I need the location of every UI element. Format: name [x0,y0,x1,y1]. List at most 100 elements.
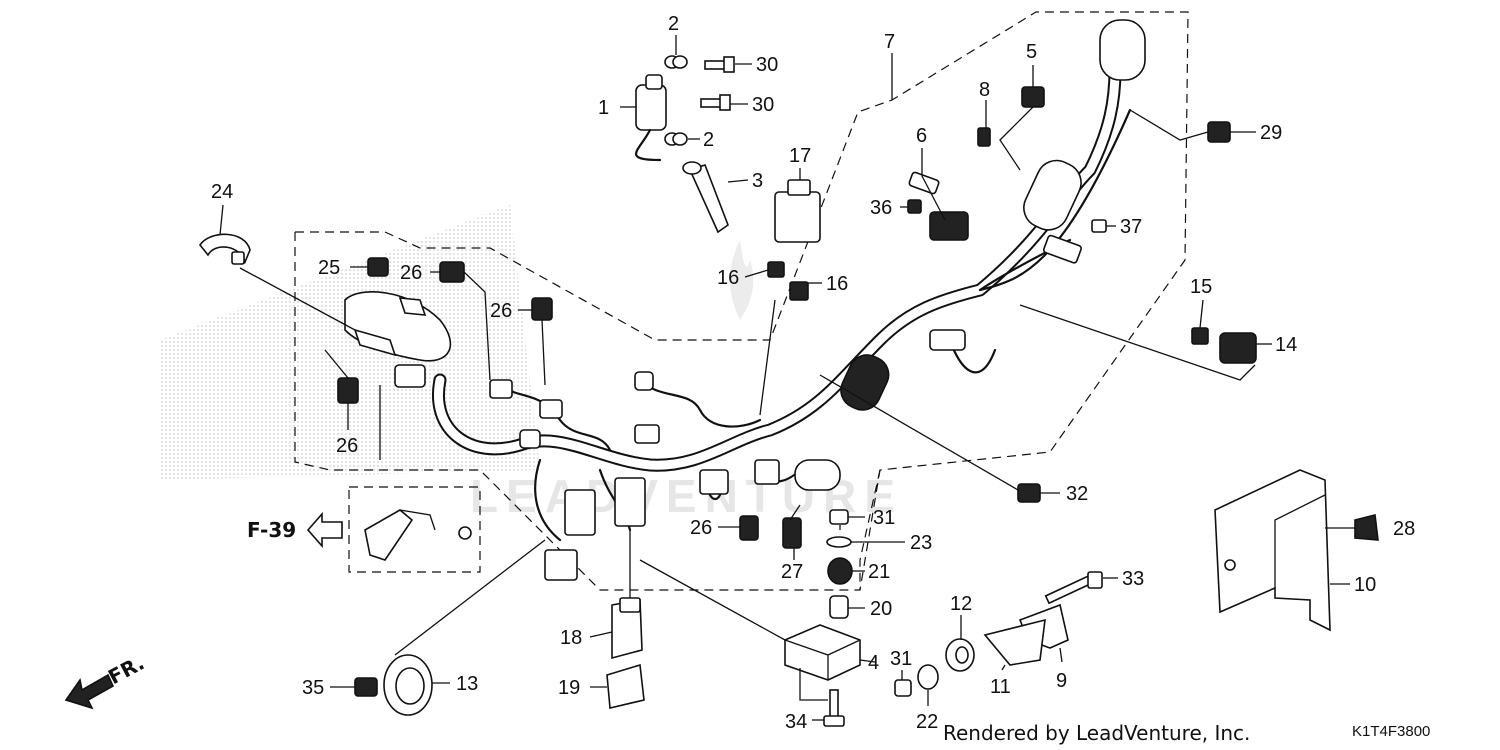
bolt-32 [1017,483,1041,503]
callout-17: 17 [789,145,811,167]
callout-26-left: 26 [336,435,358,457]
callout-22: 22 [916,711,938,733]
clip-5 [1021,86,1045,108]
callout-30-lower: 30 [752,94,774,116]
callout-31-upper: 31 [873,507,895,529]
callout-32: 32 [1066,483,1088,505]
clip-37 [1091,219,1107,233]
callout-16-right: 16 [826,273,848,295]
washer-23 [826,536,852,548]
ecu-unit [784,624,861,681]
callout-26-top: 26 [400,262,422,284]
callout-2-lower: 2 [703,129,714,151]
callout-6: 6 [916,125,927,147]
harness-outline-lower [294,11,1189,591]
clip-25 [367,257,389,277]
washer-lower [664,132,688,146]
callout-27: 27 [781,561,803,583]
callout-8: 8 [979,79,990,101]
callout-28: 28 [1393,518,1415,540]
callout-30-upper: 30 [756,54,778,76]
callout-10: 10 [1354,574,1376,596]
regulator-cover [606,663,645,709]
callout-16-left: 16 [717,267,739,289]
callout-2-upper: 2 [668,13,679,35]
callout-13: 13 [456,673,478,695]
callout-11: 11 [990,676,1011,698]
bracket-subassembly-box [348,486,481,573]
callout-21: 21 [868,561,890,583]
callout-9: 9 [1056,670,1067,692]
callout-24: 24 [211,181,233,203]
callout-5: 5 [1026,41,1037,63]
clip-26-mid [531,297,553,321]
front-direction-indicator: FR. [64,651,148,710]
callout-25: 25 [318,257,340,279]
callout-18: 18 [560,627,582,649]
collar-22 [917,664,939,690]
grommet-12 [945,638,975,672]
callout-12: 12 [950,593,972,615]
clip-26-left [337,377,359,404]
callout-31-lower: 31 [890,648,912,670]
relay-left [767,261,785,278]
upper-bracket-assembly [344,291,452,362]
page-reference-label: F-39 [247,518,296,542]
starter-relay [774,179,821,243]
clip-26-top [439,261,465,283]
bolt-upper [704,56,735,73]
bolt-34 [823,689,845,727]
cover-panel [1214,469,1331,632]
callout-20: 20 [870,598,892,620]
arrow-left-icon [306,511,343,549]
regulator-rectifier [611,597,643,660]
spark-plug-cap [682,161,729,234]
bolt-lower [700,94,731,111]
collar-20 [829,595,849,619]
callout-7: 7 [884,31,895,53]
clip-36 [907,199,922,214]
ignition-coil [635,74,667,162]
callout-35: 35 [302,677,324,699]
ecu-outline [859,469,881,590]
nut-31-lower [894,679,912,697]
clip-6 [908,171,940,195]
callout-26-mid: 26 [490,300,512,322]
cable-band [199,233,251,265]
clip-29 [1207,121,1231,143]
assembly-outlines [294,11,1189,591]
connector-14 [1219,332,1257,364]
harness-outline-upper [295,99,893,341]
callout-29: 29 [1260,122,1282,144]
callout-1: 1 [598,97,609,119]
credit-text: Rendered by LeadVenture, Inc. [943,721,1250,745]
nut-31-upper [829,509,849,525]
parts [199,55,1379,727]
background-watermark: LEADVENTURE [160,205,895,522]
callout-14: 14 [1275,334,1297,356]
callout-19: 19 [558,677,580,699]
callout-33: 33 [1122,568,1144,590]
bolt-33 [1044,571,1103,605]
relay-right [789,281,809,301]
main-wire-harness [394,19,1146,581]
horn-13 [383,654,433,716]
clip-26-bottom [739,515,759,541]
clip-8 [977,127,991,147]
bolt-35 [354,677,378,697]
callout-36: 36 [870,197,892,219]
bracket-subassembly [364,509,472,561]
page-reference-f39[interactable]: F-39 [247,511,343,549]
callout-34: 34 [785,711,807,733]
stay-11 [983,618,1046,666]
washer-upper [664,55,688,69]
clip-27 [782,517,802,549]
rubber-mount-21 [827,557,853,585]
clip-28 [1354,514,1379,541]
callout-4: 4 [868,652,879,674]
leader-lines [219,35,1355,721]
diagram-code: K1T4F3800 [1352,723,1430,740]
callout-15: 15 [1190,276,1212,298]
connector-cover-15 [1191,327,1209,345]
